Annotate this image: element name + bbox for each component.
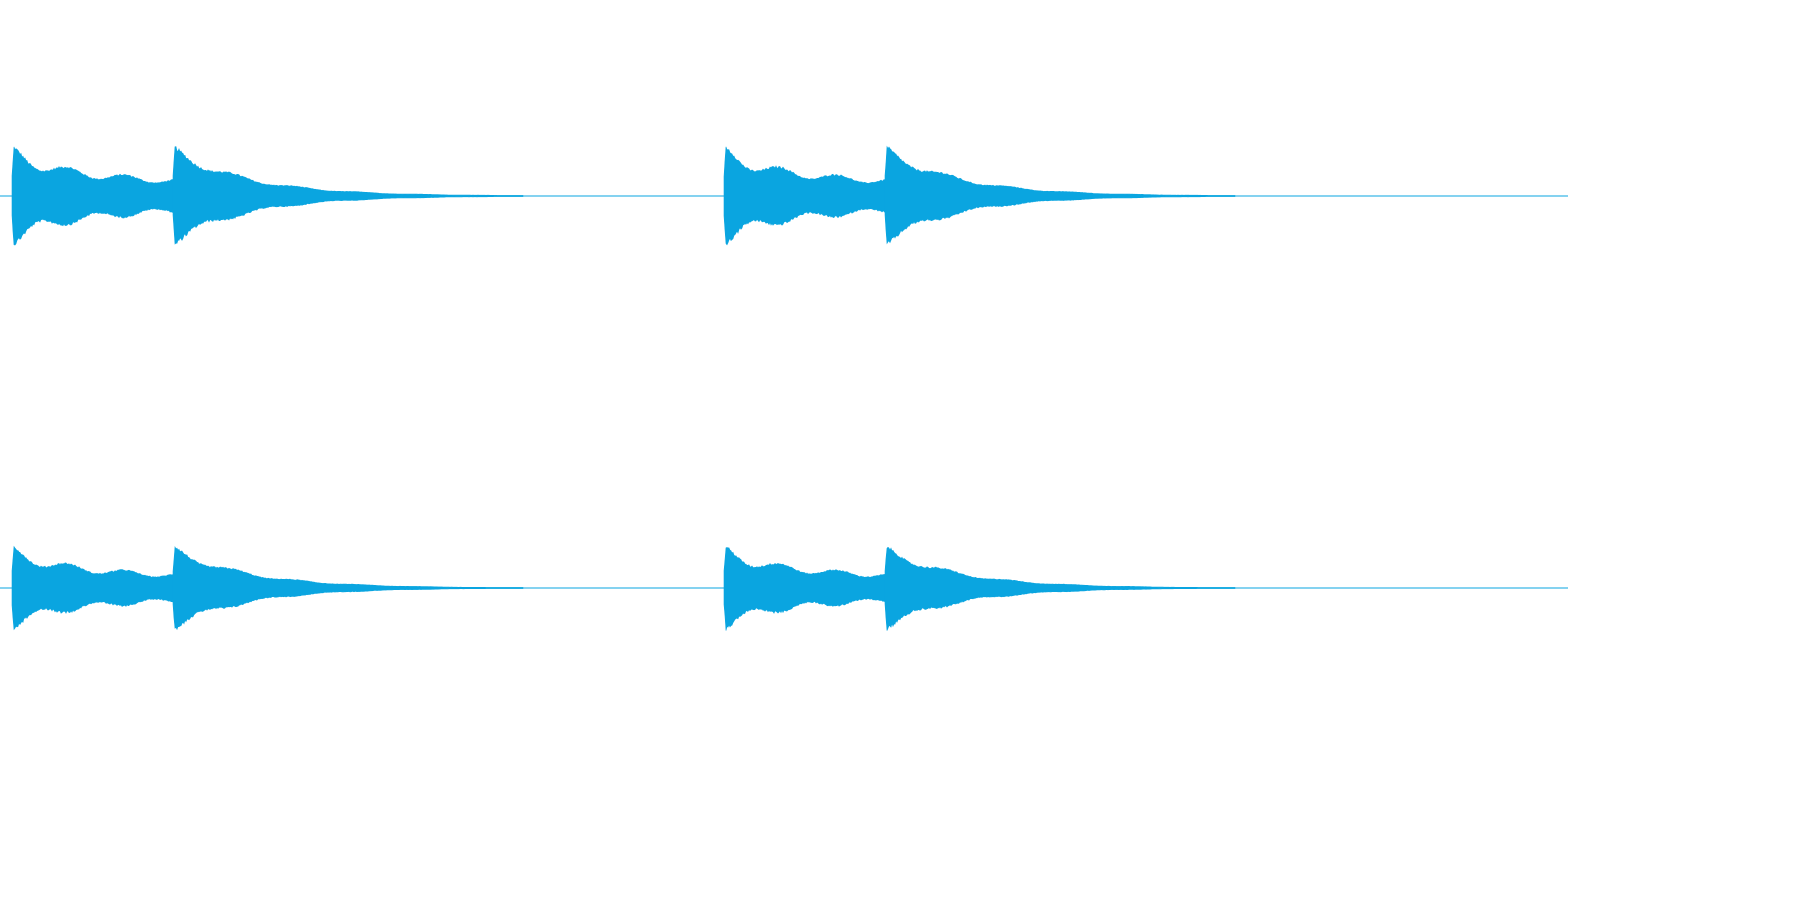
clip-2c xyxy=(723,547,887,631)
clip-1d xyxy=(884,145,1236,245)
channel-1 xyxy=(0,145,1568,246)
clip-1c xyxy=(723,146,887,246)
waveform-view[interactable] xyxy=(0,0,1568,784)
clip-2a xyxy=(11,545,175,631)
waveform-display[interactable] xyxy=(0,0,1568,784)
clip-1b xyxy=(172,146,524,245)
channel-2 xyxy=(0,545,1568,631)
clip-2d xyxy=(884,546,1236,631)
clip-2b xyxy=(172,545,524,631)
clip-1a xyxy=(11,146,175,246)
